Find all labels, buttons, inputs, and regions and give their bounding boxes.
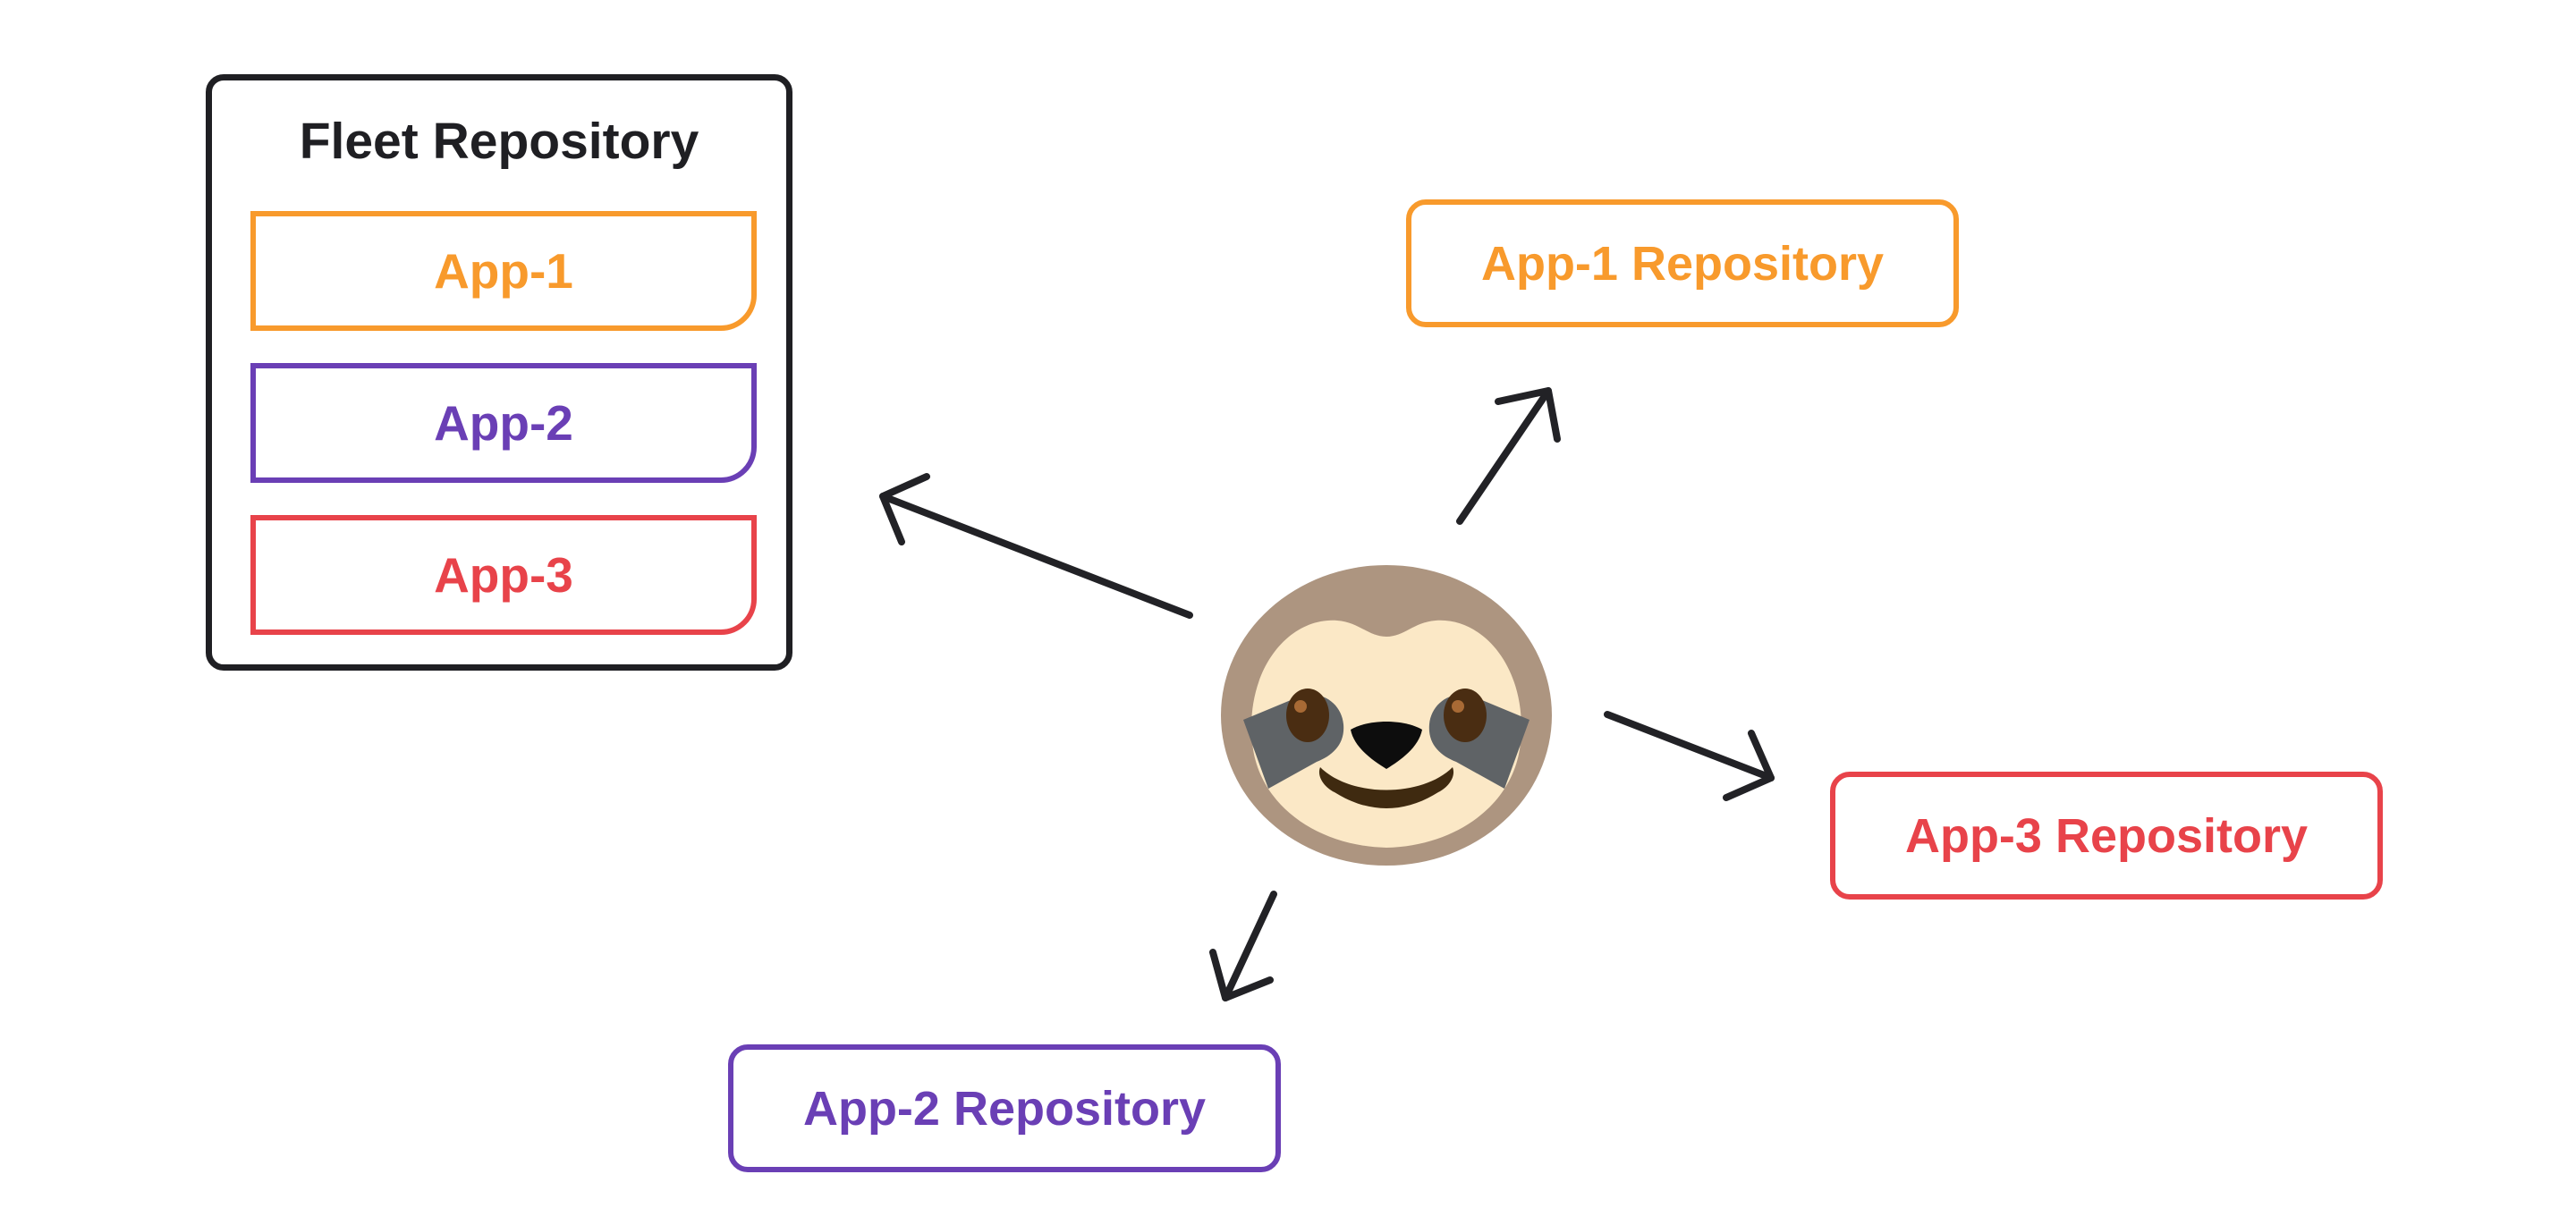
app-1-repository-box: App-1 Repository bbox=[1406, 199, 1959, 327]
arrow-to-app-3-repository-icon bbox=[1604, 711, 1775, 801]
fleet-repository-box: Fleet Repository App-1 App-2 App-3 bbox=[206, 74, 792, 671]
fleet-repository-title: Fleet Repository bbox=[299, 113, 699, 170]
app-2-repository-label: App-2 Repository bbox=[802, 1081, 1207, 1136]
fleet-app-1-box: App-1 bbox=[250, 211, 757, 331]
fleet-app-3-label: App-3 bbox=[434, 546, 573, 603]
fleet-app-2-box: App-2 bbox=[250, 363, 757, 483]
sloth-icon bbox=[1221, 565, 1552, 866]
arrow-to-app-2-repository-icon bbox=[1209, 891, 1277, 1001]
app-3-repository-box: App-3 Repository bbox=[1830, 772, 2383, 900]
app-1-repository-label: App-1 Repository bbox=[1480, 236, 1885, 291]
fleet-app-2-label: App-2 bbox=[434, 394, 573, 451]
fleet-app-1-label: App-1 bbox=[434, 242, 573, 299]
app-2-repository-box: App-2 Repository bbox=[728, 1044, 1281, 1172]
fleet-app-3-box: App-3 bbox=[250, 515, 757, 635]
app-3-repository-label: App-3 Repository bbox=[1904, 808, 2309, 863]
arrow-to-app-1-repository-icon bbox=[1456, 387, 1561, 525]
arrow-to-fleet-icon bbox=[879, 473, 1193, 619]
